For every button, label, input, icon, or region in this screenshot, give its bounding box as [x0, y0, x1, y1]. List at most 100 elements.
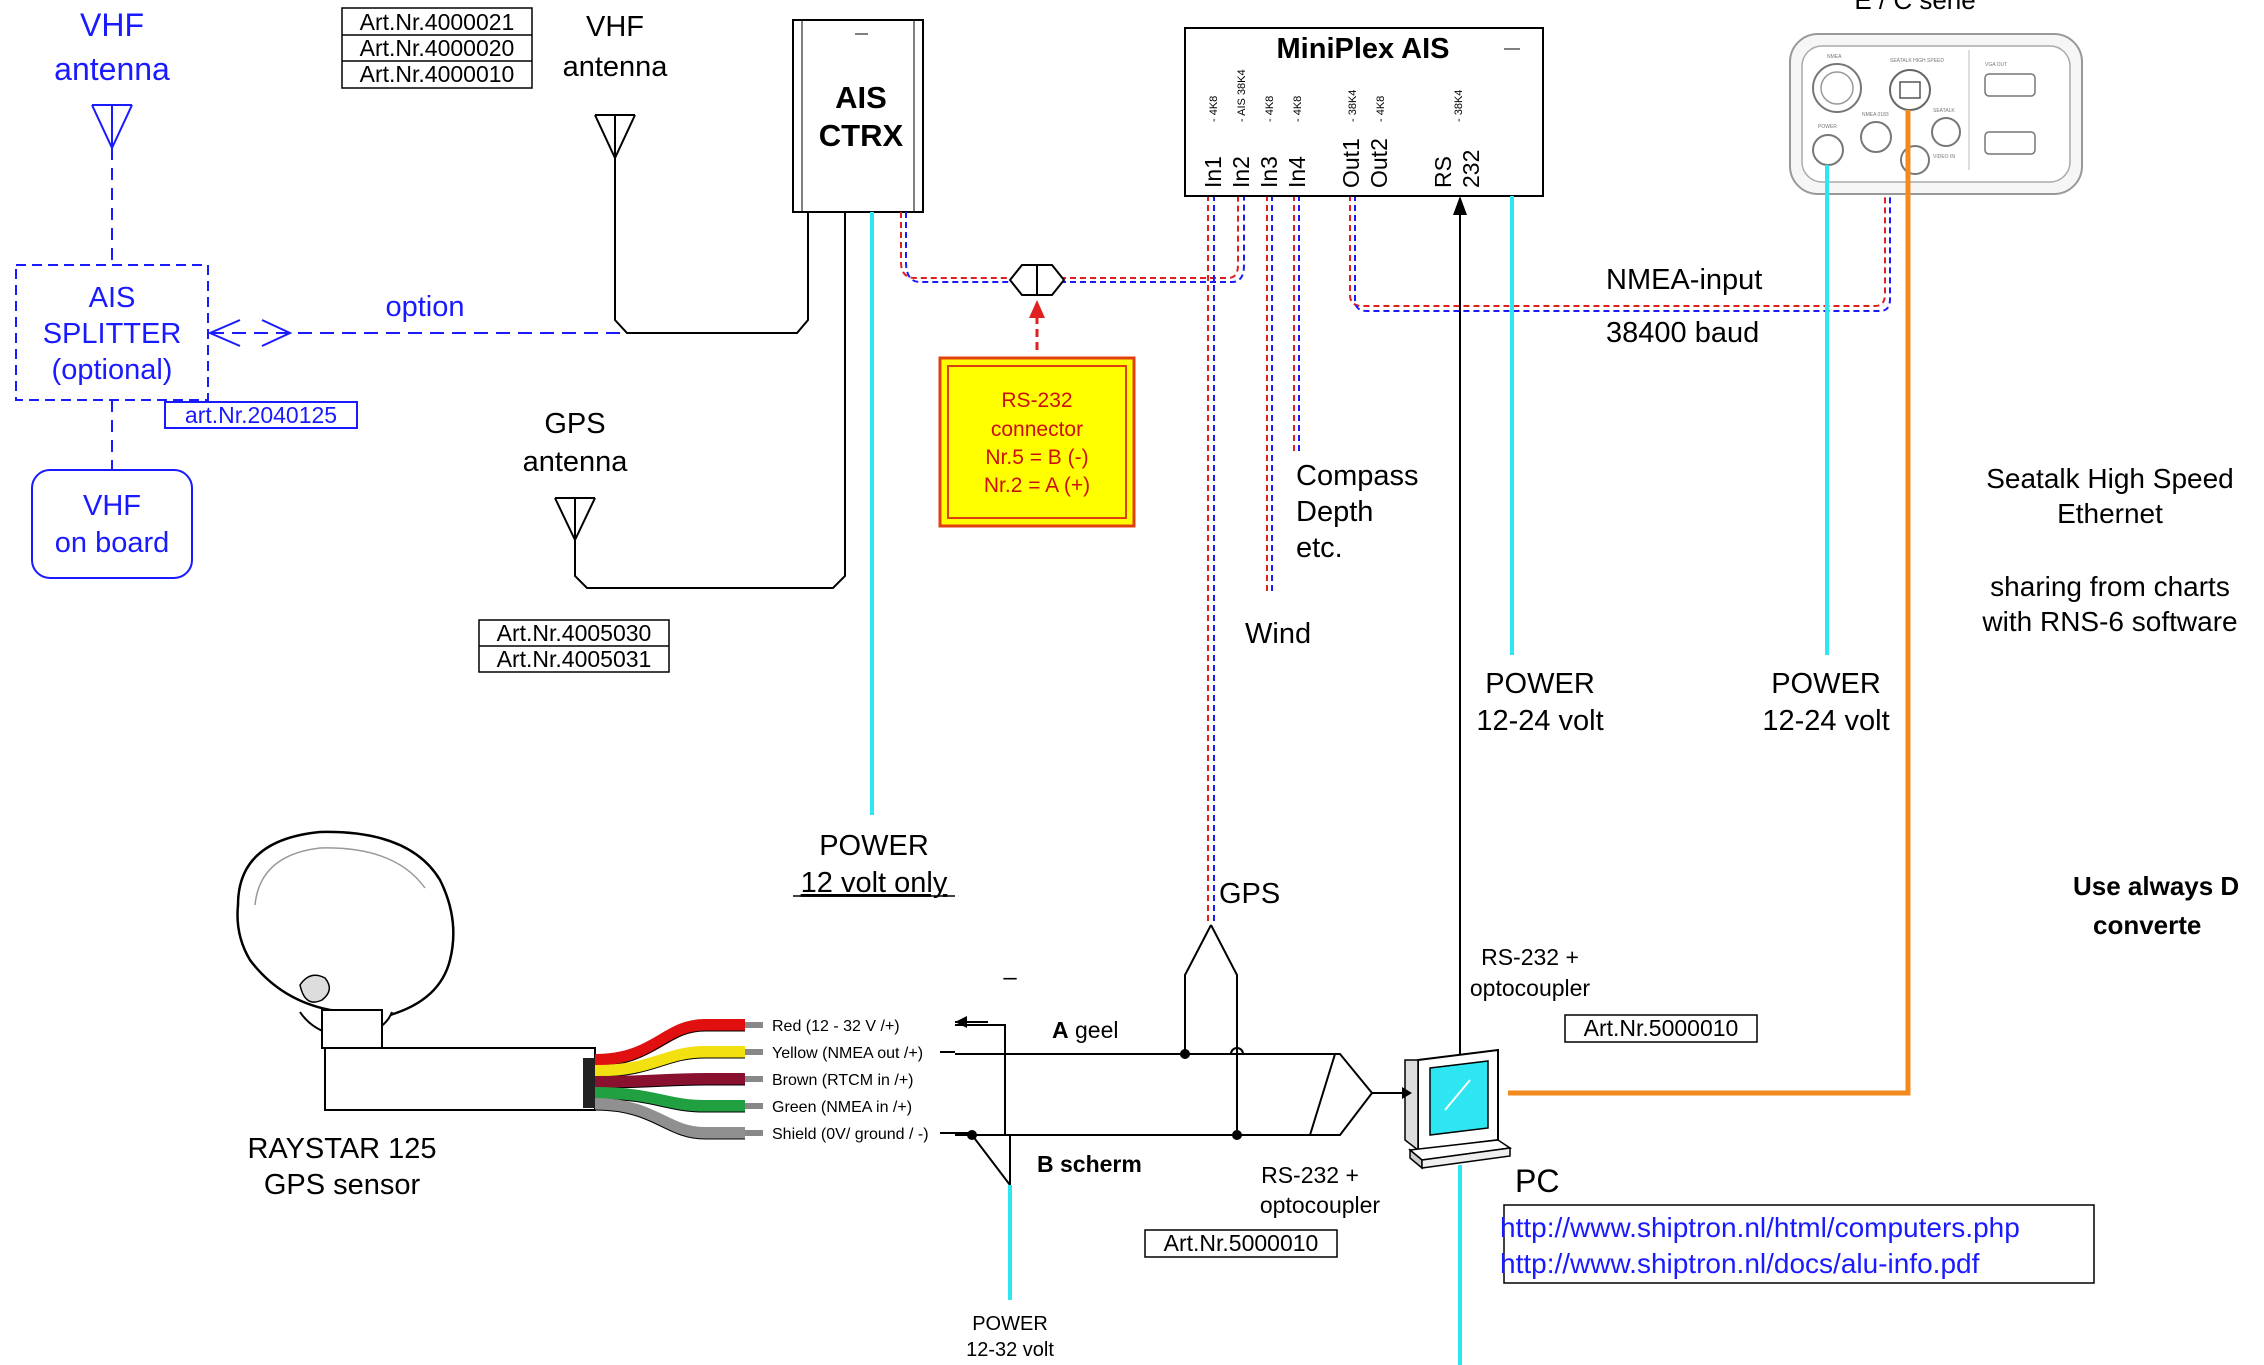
- port-speed-label: - 38K4: [1347, 90, 1359, 122]
- wire-label: Yellow (NMEA out /+): [772, 1045, 923, 1062]
- miniplex-speeds: - 4K8 - AIS 38K4 - 4K8 - 4K8 - 38K4 - 4K…: [1208, 69, 1465, 122]
- compass-line3: etc.: [1296, 532, 1343, 564]
- vhf-antenna-mid-line2: antenna: [563, 51, 669, 83]
- baud-label: 38400 baud: [1606, 317, 1759, 349]
- art-vhf-item: Art.Nr.4000020: [360, 35, 515, 61]
- a-geel-label: A geel: [1052, 1017, 1119, 1043]
- rs232-connector-line4: Nr.2 = A (+): [984, 474, 1090, 497]
- rs232-opto-top: RS-232 + optocoupler Art.Nr.5000010: [1470, 944, 1758, 1043]
- rs232-opto-top-art: Art.Nr.5000010: [1584, 1015, 1739, 1041]
- ais-ctrx-line1: AIS: [835, 80, 887, 115]
- port-speed-label: - 4K8: [1264, 96, 1276, 122]
- port-speed-label: - 4K8: [1375, 96, 1387, 122]
- rs232-plug-icon: [1008, 264, 1066, 296]
- raystar-label: RAYSTAR 125 GPS sensor: [247, 1133, 436, 1201]
- rs232-connector-line3: Nr.5 = B (-): [985, 446, 1088, 469]
- wire-tip: [745, 1076, 763, 1082]
- plotter-port-label: VGA OUT: [1985, 62, 2007, 68]
- plotter-port-label: NMEA: [1827, 54, 1842, 60]
- wire-label: Shield (0V/ ground / -): [772, 1126, 929, 1143]
- rs232-opto-top-line1: RS-232 +: [1481, 944, 1579, 970]
- wire-edge: [594, 1109, 745, 1140]
- gps-antenna: GPS antenna: [523, 210, 846, 589]
- rs232-pc-link: [1453, 196, 1467, 1077]
- ais-ctrx-line2: CTRX: [819, 118, 904, 153]
- port-speed-label: - AIS 38K4: [1236, 69, 1248, 122]
- wire-label: Green (NMEA in /+): [772, 1099, 912, 1116]
- power-gps-line2: 12-32 volt: [966, 1339, 1054, 1361]
- port-label: Out2: [1366, 138, 1392, 188]
- seatalk-line1: Seatalk High Speed: [1986, 463, 2234, 494]
- connector-pointer: [1029, 300, 1045, 350]
- port-label: In1: [1200, 156, 1226, 188]
- rs232-opto-bottom-line1: RS-232 +: [1261, 1162, 1359, 1188]
- plotter-series-label: E / C serie: [1854, 0, 1975, 15]
- port-label: In2: [1228, 156, 1254, 188]
- miniplex-title: MiniPlex AIS: [1277, 33, 1450, 65]
- seatalk-line4: with RNS-6 software: [1981, 606, 2237, 637]
- miniplex-ports: In1 In2 In3 In4 Out1 Out2 RS 232: [1200, 138, 1484, 188]
- rs232-connector-line2: connector: [991, 418, 1083, 441]
- plotter-port-label: POWER: [1818, 124, 1837, 130]
- power-miniplex-line2: 12-24 volt: [1476, 705, 1603, 737]
- raystar-wires: Red (12 - 32 V /+)Yellow (NMEA out /+)Br…: [594, 1018, 1006, 1143]
- ais-splitter-line1: AIS: [89, 282, 136, 314]
- vhf-on-board: VHF on board: [31, 469, 193, 579]
- rs232-opto-bottom: RS-232 + optocoupler Art.Nr.5000010: [1144, 1162, 1381, 1258]
- wire-label: Brown (RTCM in /+): [772, 1072, 914, 1089]
- plotter-port-label: SEATALK: [1933, 108, 1955, 114]
- red-wire-link: [955, 1024, 1006, 1135]
- seatalk-line2: Ethernet: [2057, 498, 2163, 529]
- power-ais: POWER 12 volt only: [793, 830, 955, 899]
- ab-wiring: [955, 924, 1412, 1188]
- gps-antenna-line2: antenna: [523, 446, 629, 478]
- power-plotter-line1: POWER: [1771, 668, 1881, 700]
- wire-tip: [745, 1103, 763, 1109]
- a-geel-rest: geel: [1069, 1017, 1119, 1043]
- power-ais-line1: POWER: [819, 830, 929, 862]
- wind-label: Wind: [1245, 618, 1311, 650]
- rs232-opto-bottom-art: Art.Nr.5000010: [1164, 1230, 1319, 1256]
- wire-line: [594, 1087, 745, 1112]
- ethernet-cable: [1508, 110, 1911, 1096]
- antenna-icon: [91, 104, 133, 149]
- art-gps-list: Art.Nr.4005030 Art.Nr.4005031: [478, 619, 670, 673]
- compass-line2: Depth: [1296, 496, 1373, 528]
- rs232-opto-top-line2: optocoupler: [1470, 975, 1591, 1001]
- seatalk-line3: sharing from charts: [1990, 571, 2230, 602]
- rs232-connector-line1: RS-232: [1001, 389, 1072, 412]
- art-vhf-item: Art.Nr.4000010: [360, 61, 515, 87]
- power-gps-line1: POWER: [972, 1313, 1048, 1335]
- wire-line: [594, 1073, 745, 1088]
- b-scherm-label: B scherm: [1037, 1151, 1142, 1177]
- pc-link1[interactable]: http://www.shiptron.nl/html/computers.ph…: [1500, 1212, 2020, 1243]
- gps-cable-label: GPS: [1219, 878, 1280, 910]
- raystar-sensor-icon: [236, 830, 596, 1111]
- vhf-on-board-line2: on board: [55, 527, 170, 559]
- rs232-opto-bottom-line2: optocoupler: [1260, 1192, 1381, 1218]
- power-plotter-line2: 12-24 volt: [1762, 705, 1889, 737]
- art-gps-item: Art.Nr.4005030: [497, 620, 652, 646]
- use-always-note: Use always D converte: [2073, 871, 2239, 940]
- compass-label: Compass Depth etc.: [1296, 460, 1419, 564]
- pc-label: PC: [1515, 1163, 1559, 1199]
- port-speed-label: - 38K4: [1453, 90, 1465, 122]
- power-plotter: POWER 12-24 volt: [1762, 668, 1889, 737]
- vhf-antenna-left-line2: antenna: [54, 51, 170, 87]
- power-miniplex: POWER 12-24 volt: [1476, 668, 1603, 737]
- dash-mark: –: [1003, 964, 1017, 991]
- wire-tip: [745, 1049, 763, 1055]
- vhf-antenna-mid-line1: VHF: [586, 11, 644, 43]
- vhf-antenna-mid: VHF antenna: [563, 11, 809, 334]
- art-gps-item: Art.Nr.4005031: [497, 646, 652, 672]
- pc-link2[interactable]: http://www.shiptron.nl/docs/alu-info.pdf: [1500, 1248, 1980, 1279]
- port-speed-label: - 4K8: [1208, 96, 1220, 122]
- plotter-unit: SEATALK HIGH SPEED VGA OUT NMEA POWER NM…: [1789, 33, 2083, 195]
- ais-ctrx-unit: AIS CTRX: [792, 19, 924, 213]
- compass-line1: Compass: [1296, 460, 1419, 492]
- miniplex-unit: MiniPlex AIS - 4K8 - AIS 38K4 - 4K8 - 4K…: [1184, 27, 1544, 197]
- wire-tip: [745, 1130, 763, 1136]
- ais-splitter: AIS SPLITTER (optional) art.Nr.2040125: [15, 264, 358, 470]
- port-speed-label: - 4K8: [1292, 96, 1304, 122]
